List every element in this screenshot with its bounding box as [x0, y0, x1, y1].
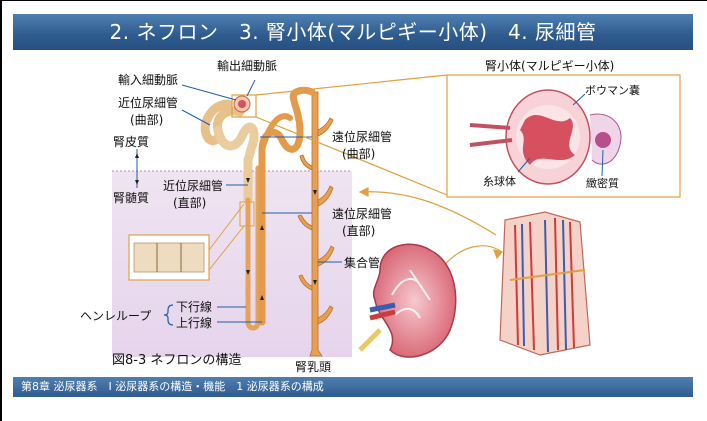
label-proximal-straight-part: (直部)	[173, 195, 206, 210]
label-ascending-limb: 上行線	[176, 315, 212, 330]
label-descending-limb: 下行線	[176, 299, 212, 314]
label-distal-straight-part: (直部)	[342, 223, 375, 238]
label-bowman-capsule: ボウマン嚢	[585, 83, 640, 97]
footer-bar: 第8章 泌尿器系 Ⅰ 泌尿器系の構造・機能 1 泌尿器系の構成	[13, 377, 693, 397]
label-renal-cortex: 腎皮質	[113, 134, 149, 149]
label-renal-papilla: 腎乳頭	[295, 360, 331, 374]
label-collecting-duct: 集合管	[344, 255, 380, 270]
label-renal-medulla: 腎髄質	[113, 190, 149, 205]
renal-corpuscle-zoom	[447, 75, 680, 197]
label-afferent-arteriole: 輸入細動脈	[118, 72, 178, 87]
label-proximal-straight: 近位尿細管	[163, 178, 223, 193]
label-distal-convoluted-part: (曲部)	[342, 146, 375, 161]
renal-tissue-block	[500, 212, 590, 355]
label-efferent-arteriole: 輸出細動脈	[217, 58, 277, 73]
label-macula-densa: 緻密質	[586, 176, 619, 190]
label-glomerulus: 糸球体	[483, 174, 516, 188]
label-henle-loop: ヘンレループ	[80, 309, 151, 323]
label-proximal-convoluted: 近位尿細管	[118, 95, 178, 110]
label-proximal-convoluted-part: (曲部)	[130, 112, 163, 127]
label-distal-convoluted: 遠位尿細管	[332, 129, 392, 144]
chapter-footer: 第8章 泌尿器系 Ⅰ 泌尿器系の構造・機能 1 泌尿器系の構成	[21, 377, 324, 397]
label-renal-corpuscle: 腎小体(マルピギー小体)	[485, 59, 614, 73]
figure-caption: 図8-3 ネフロンの構造	[112, 353, 241, 368]
label-distal-straight: 遠位尿細管	[332, 206, 392, 221]
